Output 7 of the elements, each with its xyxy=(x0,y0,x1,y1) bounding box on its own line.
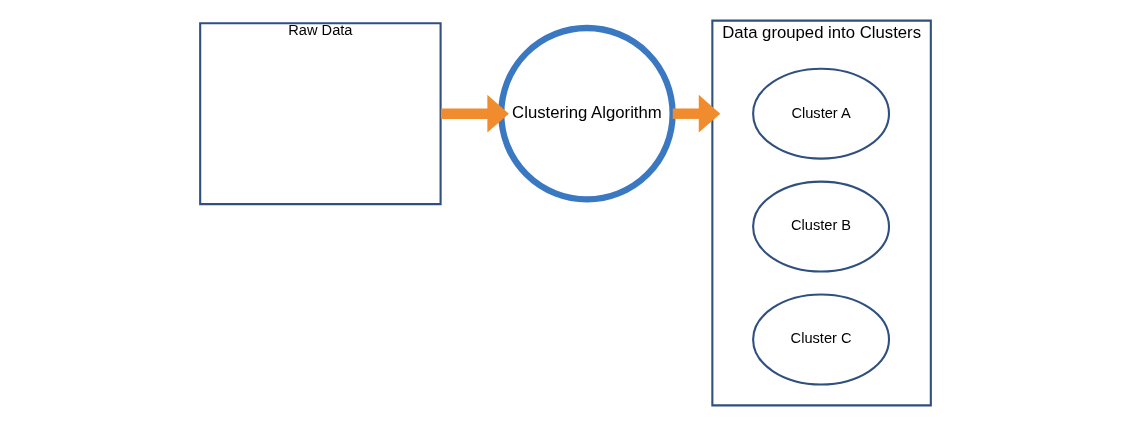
node-ellipse: Cluster A xyxy=(751,67,890,160)
arrow xyxy=(440,94,509,133)
node-box: Raw Data xyxy=(198,22,442,206)
node-circle: Clustering Algorithm xyxy=(497,24,676,203)
arrow xyxy=(672,94,720,133)
node-ellipse: Cluster B xyxy=(751,180,890,273)
node-ellipse: Cluster C xyxy=(751,293,890,386)
